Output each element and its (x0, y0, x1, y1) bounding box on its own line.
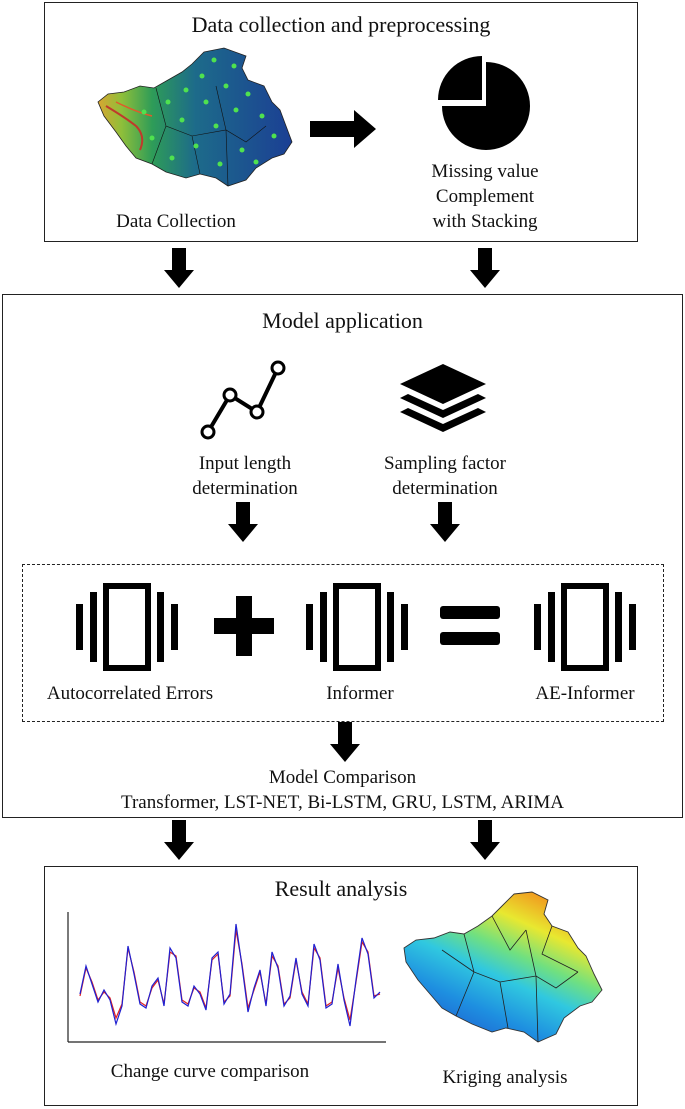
missing-value-line-2: Complement (435, 186, 535, 207)
model-comparison-title: Model Comparison (268, 767, 417, 788)
change-curve-label: Change curve comparison (110, 1061, 310, 1082)
data-collection-label: Data Collection (116, 211, 236, 232)
section3-title: Result analysis (274, 876, 408, 901)
sampling-factor-line-1: Sampling factor (384, 453, 506, 474)
input-length-line-1: Input length (198, 453, 292, 474)
kriging-label: Kriging analysis (442, 1067, 568, 1088)
layers-icon (400, 364, 486, 432)
autocorrelated-errors-label: Autocorrelated Errors (46, 683, 214, 704)
line-chart-icon (200, 360, 286, 440)
pie-chart-icon (438, 56, 530, 150)
section2-title: Model application (262, 308, 423, 333)
plus-icon (214, 596, 274, 656)
section1-title: Data collection and preprocessing (191, 12, 491, 37)
down-arrow-icon (228, 502, 258, 542)
model-block-icon (306, 583, 408, 671)
down-arrow-icon (164, 248, 194, 288)
input-length-line-2: determination (192, 478, 298, 499)
observed-curve (79, 923, 381, 1027)
model-block-icon (76, 583, 178, 671)
down-arrow-icon (164, 820, 194, 860)
down-arrow-icon (470, 820, 500, 860)
right-arrow-icon (310, 110, 376, 148)
model-comparison-list: Transformer, LST-NET, Bi-LSTM, GRU, LSTM… (121, 792, 564, 813)
missing-value-line-3: with Stacking (432, 211, 538, 232)
terrain-map-icon (97, 47, 293, 187)
down-arrow-icon (470, 248, 500, 288)
ae-informer-label: AE-Informer (535, 683, 635, 704)
change-curve-plot (67, 912, 386, 1043)
informer-label: Informer (326, 683, 394, 704)
kriging-map-icon (403, 891, 603, 1043)
equals-icon (440, 606, 500, 645)
sampling-factor-line-2: determination (392, 478, 498, 499)
model-combination-box (22, 564, 664, 722)
missing-value-line-1: Missing value (431, 161, 539, 182)
down-arrow-icon (330, 722, 360, 762)
down-arrow-icon (430, 502, 460, 542)
model-block-icon (534, 583, 636, 671)
